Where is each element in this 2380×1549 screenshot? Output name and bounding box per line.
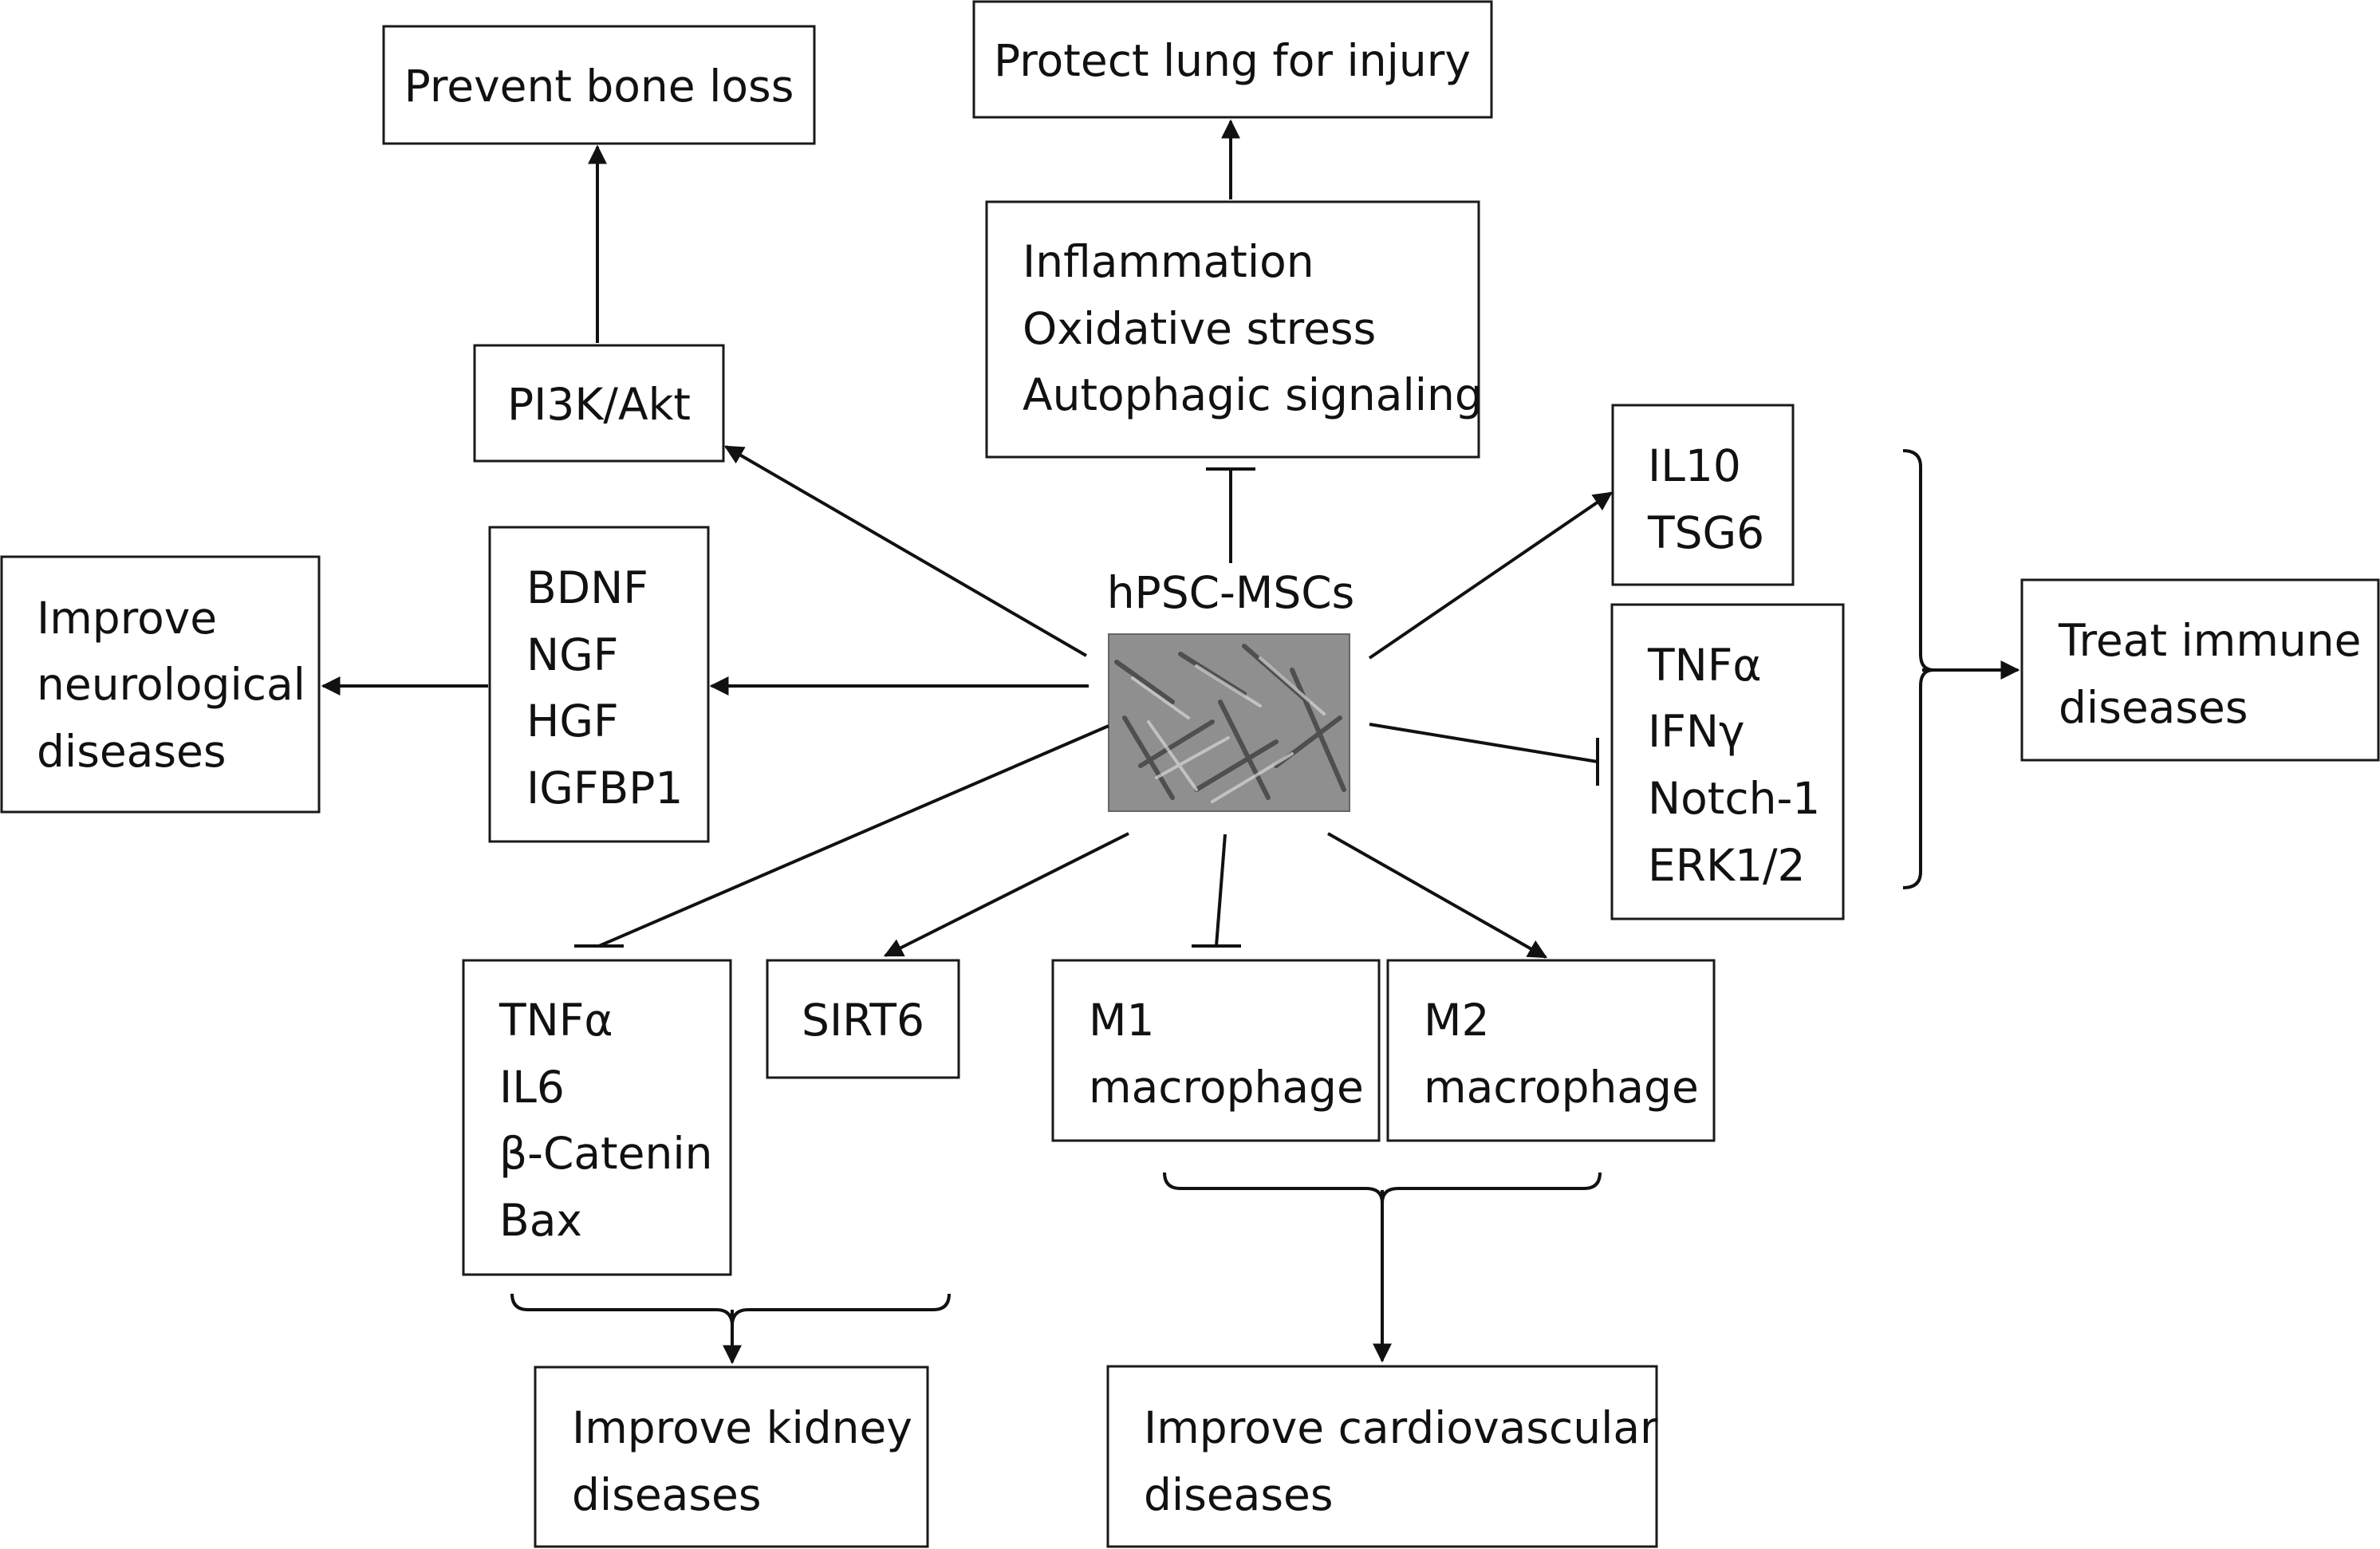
- macrophage-brace: [1163, 1172, 1602, 1204]
- box-kidney-factors: TNFα IL6 β-Catenin Bax: [462, 959, 732, 1276]
- box-protect-lung-line-1: Protect lung for injury: [994, 35, 1471, 86]
- box-m2-macrophage-line-2: macrophage: [1424, 1062, 1699, 1113]
- box-il10-tsg6-line-1: IL10: [1648, 440, 1741, 491]
- box-improve-neurological: Improve neurological diseases: [0, 555, 321, 814]
- box-improve-neurological-line-2: neurological: [37, 659, 305, 710]
- box-inflammation-line-1: Inflammation: [1023, 236, 1314, 287]
- box-immune-factors-line-4: ERK1/2: [1648, 840, 1806, 891]
- edge-center-to-sirt6: [883, 832, 1129, 957]
- edge-center-inhibit-m1: [1215, 834, 1227, 947]
- edge-center-to-pi3k: [723, 445, 1088, 657]
- box-neuro-factors-line-1: BDNF: [526, 562, 648, 613]
- edge-center-to-il10: [1368, 491, 1613, 660]
- box-inflammation: Inflammation Oxidative stress Autophagic…: [985, 200, 1483, 459]
- box-improve-kidney: Improve kidney diseases: [534, 1366, 929, 1548]
- box-improve-cardiovascular: Improve cardiovascular diseases: [1106, 1365, 1658, 1548]
- box-neuro-factors: BDNF NGF HGF IGFBP1: [488, 526, 710, 843]
- box-inflammation-line-2: Oxidative stress: [1023, 303, 1376, 354]
- box-pi3k-akt-line-1: PI3K/Akt: [507, 379, 691, 430]
- box-neuro-factors-line-4: IGFBP1: [526, 763, 683, 814]
- box-improve-kidney-line-1: Improve kidney: [572, 1402, 912, 1453]
- box-sirt6-line-1: SIRT6: [802, 995, 924, 1046]
- box-improve-neurological-line-3: diseases: [37, 726, 227, 777]
- box-sirt6: SIRT6: [766, 959, 960, 1079]
- box-il10-tsg6-line-2: TSG6: [1647, 507, 1764, 558]
- box-immune-factors-line-1: TNFα: [1647, 640, 1762, 691]
- immune-brace: [1902, 449, 1934, 889]
- box-kidney-factors-line-4: Bax: [499, 1195, 582, 1246]
- box-kidney-factors-line-3: β-Catenin: [499, 1128, 712, 1179]
- box-neuro-factors-line-3: HGF: [526, 696, 619, 747]
- box-m1-macrophage-line-2: macrophage: [1089, 1062, 1364, 1113]
- box-neuro-factors-line-2: NGF: [526, 629, 618, 680]
- box-prevent-bone-loss: Prevent bone loss: [382, 25, 816, 145]
- box-treat-immune: Treat immune diseases: [2020, 578, 2380, 762]
- edge-center-inhibit-kidney-factors: [598, 724, 1109, 948]
- box-il10-tsg6: IL10 TSG6: [1611, 404, 1795, 586]
- box-m2-macrophage: M2 macrophage: [1386, 959, 1716, 1142]
- box-m1-macrophage-line-1: M1: [1089, 995, 1154, 1046]
- box-kidney-factors-line-2: IL6: [499, 1062, 565, 1113]
- box-inflammation-line-3: Autophagic signaling: [1023, 369, 1483, 420]
- edges: [321, 119, 2020, 1365]
- box-improve-cardiovascular-line-2: diseases: [1144, 1469, 1334, 1520]
- edge-center-to-m2: [1327, 832, 1548, 959]
- box-immune-factors: TNFα IFNγ Notch-1 ERK1/2: [1610, 603, 1845, 920]
- box-m2-macrophage-line-1: M2: [1424, 995, 1489, 1046]
- box-improve-kidney-line-2: diseases: [572, 1469, 762, 1520]
- kidney-brace: [510, 1293, 951, 1326]
- box-immune-factors-line-3: Notch-1: [1648, 773, 1820, 824]
- center-label: hPSC-MSCs: [1107, 567, 1355, 618]
- box-treat-immune-line-2: diseases: [2059, 682, 2248, 733]
- hpsc-msc-cell-image: [1108, 633, 1350, 812]
- box-treat-immune-line-1: Treat immune: [2058, 615, 2362, 666]
- box-immune-factors-line-2: IFNγ: [1648, 706, 1745, 757]
- box-m1-macrophage: M1 macrophage: [1051, 959, 1381, 1142]
- box-improve-neurological-line-1: Improve: [37, 593, 217, 644]
- box-pi3k-akt: PI3K/Akt: [473, 344, 725, 463]
- box-protect-lung: Protect lung for injury: [972, 0, 1493, 119]
- edge-center-inhibit-immune-factors: [1369, 723, 1598, 763]
- box-kidney-factors-line-1: TNFα: [498, 995, 613, 1046]
- box-prevent-bone-loss-line-1: Prevent bone loss: [404, 61, 794, 112]
- box-improve-cardiovascular-line-1: Improve cardiovascular: [1144, 1402, 1658, 1453]
